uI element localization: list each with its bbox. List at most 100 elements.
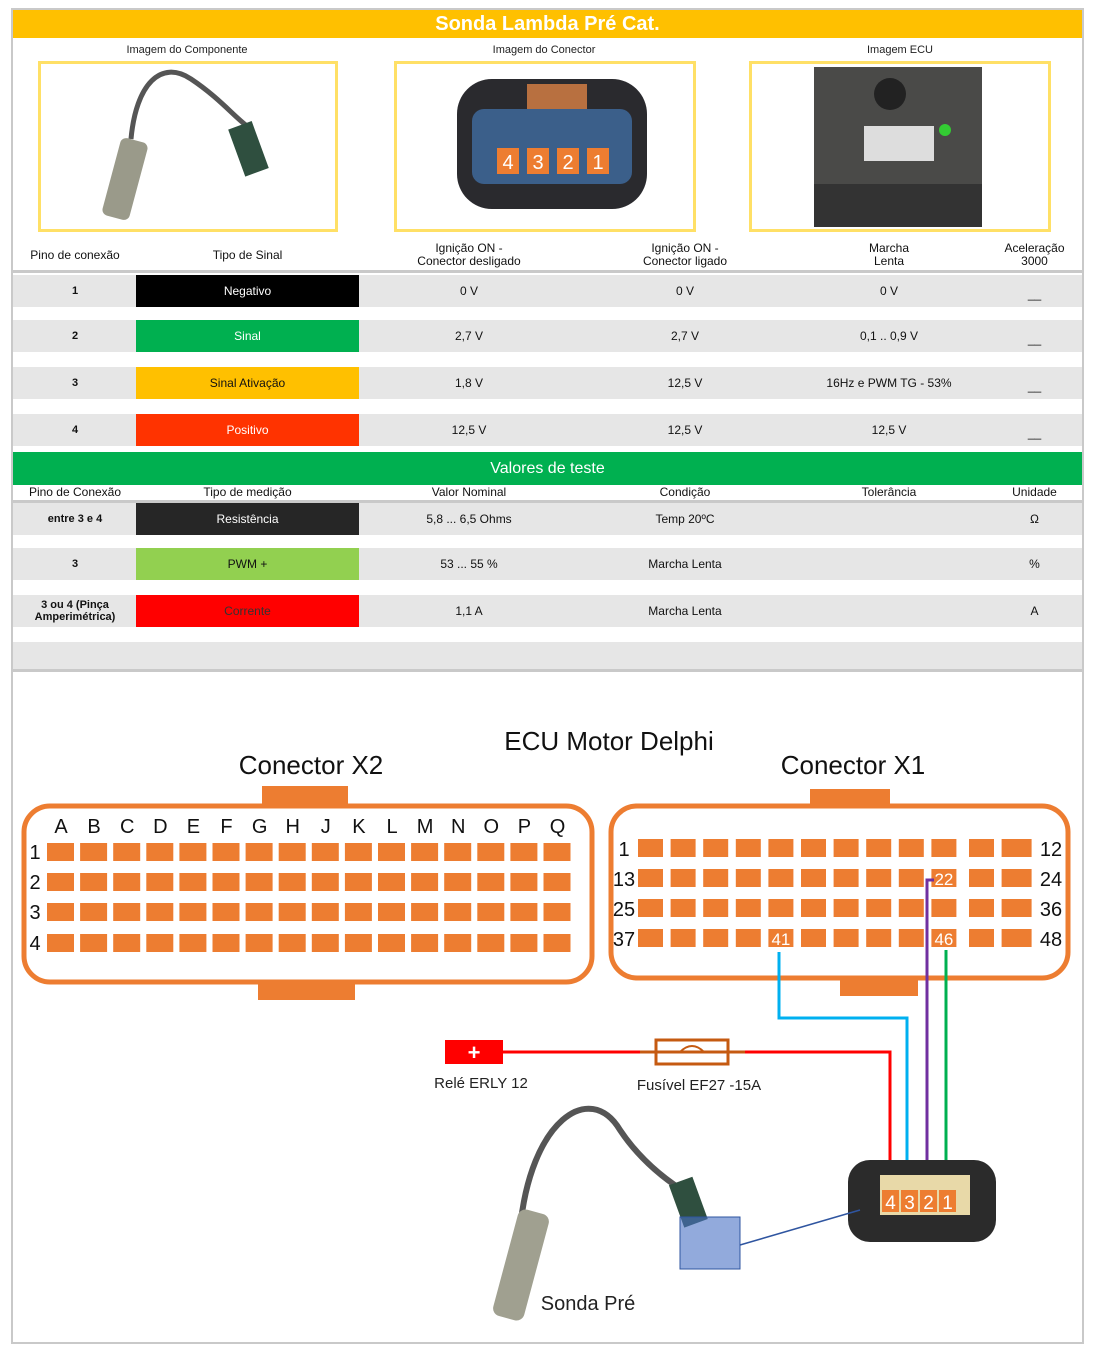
x1-pin (898, 869, 924, 887)
x1-pin (833, 869, 859, 887)
x2-pin (245, 873, 273, 891)
x2-pin (146, 843, 174, 861)
ecu-photo-icon (814, 67, 982, 227)
x2-pin (278, 934, 306, 952)
x1-pin (768, 929, 794, 947)
x1-label: Conector X1 (781, 750, 926, 780)
x2-pin (245, 843, 273, 861)
x2-pin (510, 843, 538, 861)
x1-pin (735, 869, 761, 887)
x1-pin (866, 899, 892, 917)
x1-row-end-label: 12 (1040, 839, 1062, 861)
signal-type-badge: Sinal (136, 320, 359, 352)
value-ign-disconnected: 2,7 V (454, 329, 484, 343)
x1-pin (670, 839, 696, 857)
wire-purple (925, 878, 934, 1192)
x1-pin (735, 839, 761, 857)
x1-pin (1001, 869, 1032, 887)
component-image (38, 61, 338, 232)
x1-pin (638, 839, 663, 857)
x2-pin (444, 903, 472, 921)
x2-pin (113, 873, 141, 891)
x2-pin (543, 873, 571, 891)
signal-type-badge: Sinal Ativação (136, 367, 359, 399)
x1-pin (898, 839, 924, 857)
x1-pin (670, 869, 696, 887)
x1-pin (703, 839, 729, 857)
pin-label-box (497, 148, 519, 174)
x2-pin (477, 903, 505, 921)
page-title: Sonda Lambda Pré Cat. (13, 10, 1082, 38)
pin-label: 1 (592, 152, 603, 174)
x2-column-label: J (321, 816, 331, 838)
x2-pin (311, 934, 339, 952)
x1-pin (735, 899, 761, 917)
x2-pin (411, 843, 439, 861)
value-accel: __ (1027, 426, 1042, 440)
x2-column-label: H (285, 816, 299, 838)
diagram-title: ECU Motor Delphi (504, 726, 714, 756)
signal-type-badge: Positivo (136, 414, 359, 446)
x2-pin (179, 934, 207, 952)
x2-pin (477, 873, 505, 891)
sensor-label: Sonda Pré (541, 1293, 636, 1315)
x2-pin (411, 873, 439, 891)
test-pin: 3 ou 4 (Pinça Amperimétrica) (34, 599, 116, 623)
x2-pin (543, 903, 571, 921)
page-frame (11, 8, 1084, 1344)
value-ign-connected: 12,5 V (667, 423, 703, 437)
x1-pin (703, 869, 729, 887)
value-idle: 0 V (879, 284, 898, 298)
svg-text:+: + (468, 1040, 481, 1065)
condition: Temp 20ºC (655, 512, 715, 526)
value-accel: __ (1027, 332, 1042, 346)
value-idle: 16Hz e PWM TG - 53% (826, 376, 952, 390)
x1-pin (898, 929, 924, 947)
sensor-pin-label: 1 (942, 1193, 953, 1214)
x2-column-label: M (417, 816, 434, 838)
x1-pin (768, 839, 794, 857)
header-condition: Condição (659, 485, 711, 499)
value-idle: 0,1 .. 0,9 V (859, 329, 919, 343)
x2-pin (212, 873, 240, 891)
x1-pin-number: 41 (771, 930, 790, 949)
x1-pin (833, 899, 859, 917)
x1-pin (768, 899, 794, 917)
x2-column-label: F (220, 816, 232, 838)
value-accel: __ (1027, 287, 1042, 301)
x2-pin (311, 843, 339, 861)
pin-label-box (557, 148, 579, 174)
x2-pin (245, 903, 273, 921)
x2-pin (47, 843, 74, 861)
pin-number: 4 (71, 424, 79, 436)
x2-pin (378, 934, 405, 952)
value-ign-disconnected: 0 V (459, 284, 478, 298)
x1-pin (969, 929, 994, 947)
x1-pin-number: 22 (934, 870, 953, 889)
x2-pin (212, 934, 240, 952)
value-accel: __ (1027, 379, 1042, 393)
measure-type-badge: Corrente (136, 595, 359, 627)
test-values-title: Valores de teste (13, 452, 1082, 485)
x2-column-label: K (352, 816, 366, 838)
sensor-pin-label: 4 (885, 1193, 896, 1214)
condition: Marcha Lenta (648, 604, 722, 618)
x1-pin (931, 839, 957, 857)
lambda-sensor-icon (102, 69, 269, 220)
x1-pin (638, 899, 663, 917)
x2-pin (47, 873, 74, 891)
x2-column-label: D (153, 816, 167, 838)
x2-pin (344, 843, 372, 861)
x2-pin (344, 934, 372, 952)
x1-row-end-label: 24 (1040, 869, 1062, 891)
x2-pin (477, 843, 505, 861)
x2-pin (80, 903, 108, 921)
x1-pin (931, 929, 957, 947)
pin-label-box (587, 148, 609, 174)
nominal-value: 53 ... 55 % (440, 557, 498, 571)
x2-pin (278, 903, 306, 921)
